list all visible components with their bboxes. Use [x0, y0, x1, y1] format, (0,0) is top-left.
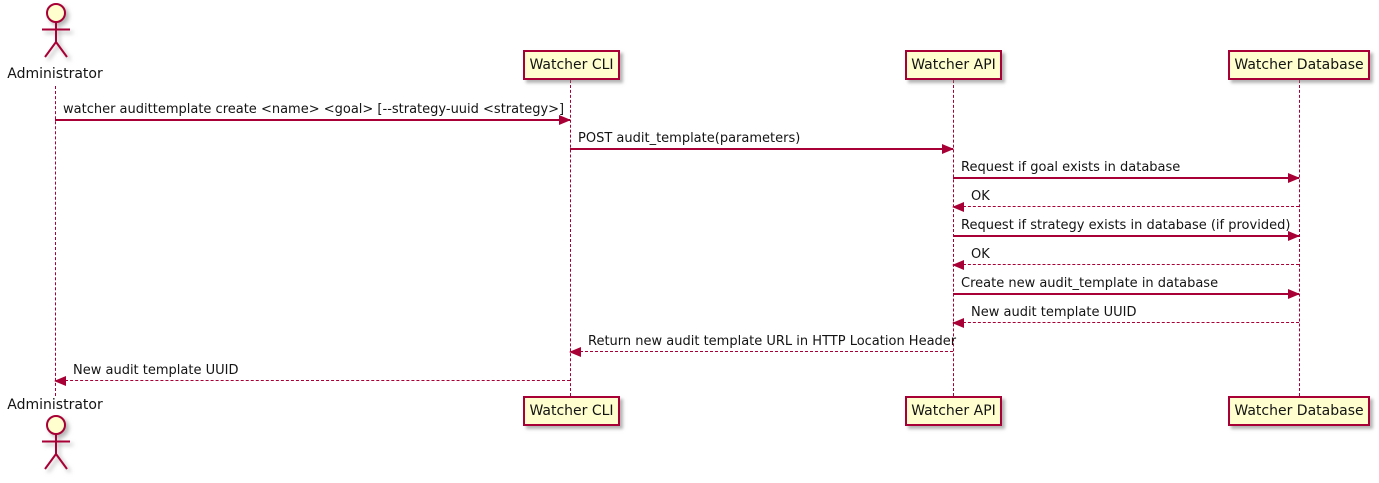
- message-label: watcher audittemplate create <name> <goa…: [63, 102, 565, 117]
- arrowhead-right-icon: [1288, 231, 1300, 241]
- arrow-line: [54, 376, 570, 386]
- lifeline-watcher-cli: [570, 80, 571, 396]
- participant-watcher-api-top: Watcher API: [905, 50, 1002, 80]
- arrowhead-right-icon: [942, 144, 954, 154]
- message-label: OK: [971, 247, 990, 262]
- message-create-in-database: Create new audit_template in database: [953, 276, 1300, 299]
- arrow-line: [953, 289, 1300, 299]
- message-label: OK: [971, 189, 990, 204]
- message-label: Request if strategy exists in database (…: [961, 218, 1291, 233]
- arrowhead-left-icon: [952, 318, 964, 328]
- arrowhead-right-icon: [559, 115, 571, 125]
- message-strategy-ok: OK: [952, 247, 1299, 270]
- message-label: Create new audit_template in database: [961, 276, 1219, 291]
- actor-administrator-icon: [42, 415, 70, 470]
- arrowhead-left-icon: [54, 376, 66, 386]
- message-post-audit-template: POST audit_template(parameters): [570, 131, 954, 154]
- arrow-line: [953, 173, 1300, 183]
- message-label: New audit template UUID: [73, 363, 239, 378]
- message-label: POST audit_template(parameters): [578, 131, 801, 146]
- arrow-line: [569, 347, 953, 357]
- message-request-goal-exists: Request if goal exists in database: [953, 160, 1300, 183]
- arrow-line: [953, 231, 1300, 241]
- message-new-uuid-from-db: New audit template UUID: [952, 305, 1299, 328]
- actor-administrator-icon: [42, 3, 70, 58]
- arrowhead-right-icon: [1288, 173, 1300, 183]
- arrowhead-left-icon: [952, 260, 964, 270]
- message-request-strategy-exists: Request if strategy exists in database (…: [953, 218, 1300, 241]
- participant-watcher-api-bottom: Watcher API: [905, 396, 1002, 426]
- actor-administrator-label-bottom: Administrator: [7, 397, 103, 413]
- participant-watcher-database-bottom: Watcher Database: [1228, 396, 1370, 426]
- message-label: Request if goal exists in database: [961, 160, 1181, 175]
- message-create-audittemplate: watcher audittemplate create <name> <goa…: [55, 102, 571, 125]
- arrowhead-right-icon: [1288, 289, 1300, 299]
- message-new-uuid-to-admin: New audit template UUID: [54, 363, 570, 386]
- participant-watcher-cli-bottom: Watcher CLI: [523, 396, 620, 426]
- message-label: New audit template UUID: [971, 305, 1137, 320]
- arrowhead-left-icon: [952, 202, 964, 212]
- arrow-line: [952, 202, 1299, 212]
- arrowhead-left-icon: [569, 347, 581, 357]
- participant-watcher-cli-top: Watcher CLI: [523, 50, 620, 80]
- arrow-line: [952, 318, 1299, 328]
- lifeline-administrator: [55, 86, 56, 396]
- lifeline-watcher-api: [953, 80, 954, 396]
- arrow-line: [55, 115, 571, 125]
- actor-administrator-label-top: Administrator: [7, 66, 103, 82]
- arrow-line: [952, 260, 1299, 270]
- message-label: Return new audit template URL in HTTP Lo…: [588, 334, 957, 349]
- message-goal-ok: OK: [952, 189, 1299, 212]
- message-return-location-header: Return new audit template URL in HTTP Lo…: [569, 334, 957, 357]
- arrow-line: [570, 144, 954, 154]
- participant-watcher-database-top: Watcher Database: [1228, 50, 1370, 80]
